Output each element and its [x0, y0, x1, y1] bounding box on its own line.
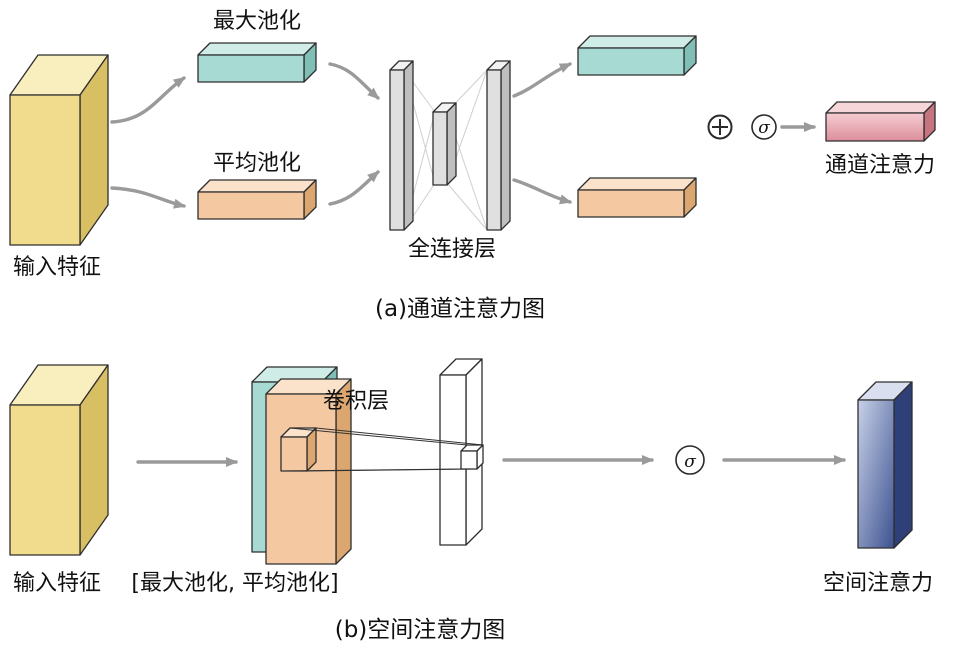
sigma-label-a: σ	[758, 118, 770, 138]
sigma-icon-a: σ	[751, 114, 777, 140]
fc-slab-left	[389, 60, 414, 231]
arrow-avgpool-to-fc	[328, 170, 380, 206]
conv-result-box	[460, 444, 484, 470]
input-feature-label-a: 输入特征	[13, 255, 101, 280]
sigma-icon-b: σ	[675, 445, 705, 475]
circled-plus-icon	[707, 114, 733, 140]
fc-slab-middle	[432, 102, 457, 186]
fc-slab-right	[486, 60, 511, 231]
spatial-attention-label: 空间注意力	[823, 571, 933, 596]
conv-kernel-box	[280, 427, 317, 472]
max-pool-label: 最大池化	[213, 9, 301, 34]
channel-attention-bar	[825, 101, 936, 142]
caption-b: (b)空间注意力图	[335, 617, 506, 643]
fc-layer-label: 全连接层	[408, 237, 496, 262]
max-pool-bar	[197, 42, 317, 83]
conv-layer-label: 卷积层	[323, 389, 389, 414]
output-avg-bar	[577, 177, 697, 218]
avg-pool-bar	[197, 179, 317, 220]
arrow-maxpool-to-fc	[328, 62, 380, 100]
input-feature-label-b: 输入特征	[13, 571, 101, 596]
channel-attention-label: 通道注意力	[825, 153, 935, 178]
concat-label: [最大池化, 平均池化]	[131, 571, 338, 596]
fc-layer	[389, 60, 511, 231]
avg-pool-label: 平均池化	[213, 151, 301, 176]
arrow-input-to-avgpool	[110, 186, 186, 209]
arrow-input-to-maxpool	[110, 76, 186, 124]
spatial-attention-slab	[857, 381, 913, 549]
caption-a: (a)通道注意力图	[375, 296, 545, 322]
arrow-fc-to-avg-out	[512, 178, 572, 205]
input-feature-cuboid-a	[9, 54, 109, 246]
output-max-bar	[577, 35, 697, 76]
conv-projection-lines	[280, 427, 484, 472]
arrow-fc-to-max-out	[512, 62, 572, 98]
conv-output-slab	[439, 358, 483, 546]
input-feature-cuboid-b	[9, 364, 109, 556]
sigma-label-b: σ	[684, 452, 696, 472]
